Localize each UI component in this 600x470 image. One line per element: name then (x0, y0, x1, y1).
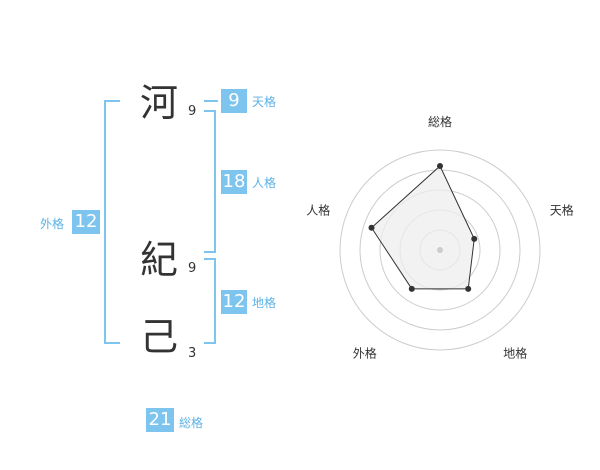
jinkaku-value: 18 (221, 170, 247, 194)
radar-point (408, 285, 415, 292)
radar-axis-label: 総格 (428, 114, 452, 129)
chikaku-value: 12 (221, 290, 247, 314)
radar-center-dot (437, 247, 443, 253)
radar-axis-label: 天格 (550, 202, 574, 217)
tenkaku-value: 9 (221, 89, 247, 113)
radar-point (368, 224, 375, 231)
stroke-count-2: 9 (188, 261, 197, 276)
radar-axis-label: 地格 (503, 346, 527, 361)
name-char-1: 河 (140, 81, 179, 125)
chikaku-label: 地格 (252, 296, 277, 310)
name-char-2: 紀 (140, 238, 179, 282)
tenkaku-label: 天格 (252, 95, 277, 109)
gaikaku-value: 12 (72, 210, 100, 234)
radar-point (471, 235, 478, 242)
radar-axis-label: 外格 (353, 346, 377, 361)
soukaku-value: 21 (146, 408, 174, 432)
gaikaku-bracket (104, 100, 120, 344)
radar-area (370, 165, 475, 290)
name-char-3: 己 (140, 315, 179, 359)
chikaku-bracket (204, 258, 216, 344)
radar-axis-label: 人格 (306, 202, 330, 217)
radar-ring (339, 149, 541, 351)
jinkaku-label: 人格 (252, 176, 277, 190)
jinkaku-bracket (204, 110, 216, 253)
stroke-count-1: 9 (188, 104, 197, 119)
gaikaku-label: 外格 (40, 217, 65, 231)
stroke-count-3: 3 (188, 346, 197, 361)
radar-point (437, 163, 443, 169)
soukaku-label: 総格 (179, 416, 204, 430)
radar-point (465, 285, 472, 292)
tenkaku-bracket (204, 100, 218, 102)
